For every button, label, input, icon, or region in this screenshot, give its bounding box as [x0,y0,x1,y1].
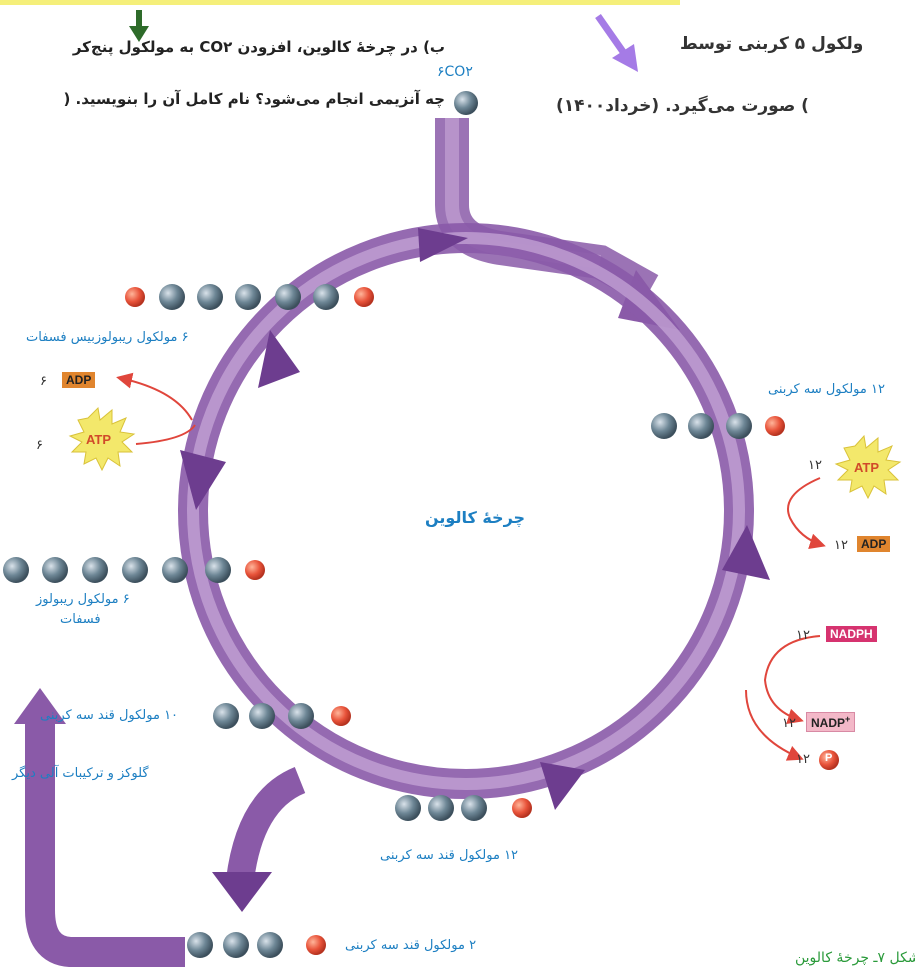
reaction-arrow-atp-right [787,477,826,549]
output-branch-arrow [212,767,306,912]
pi-count: ۱۲ [796,752,810,767]
label-ru5p-line2: فسفات [60,612,101,627]
question-line-1: ب) در چرخهٔ کالوین، افزودن CO۲ به مولکول… [72,38,445,56]
molecule-10-sugar [213,703,351,729]
pi-letter: P [825,752,833,764]
cycle-ring [178,223,770,810]
molecule-12-sugar [395,795,532,821]
top-purple-arrow [595,13,638,72]
molecule-rubp [125,284,374,310]
nadp-box: NADP+ [806,712,856,732]
reaction-arrow-atp-left [135,424,196,445]
label-rubp: ۶ مولکول ریبولوزبیس فسفات [26,330,189,345]
nadp-text: NADP [811,716,846,730]
atp-left-label: ATP [86,432,112,447]
nadph-box: NADPH [826,626,877,642]
figure-caption: شکل ۷ـ چرخهٔ کالوین [795,950,915,966]
highlight-strip [0,0,680,5]
nadp-count: ۱۲ [782,716,796,731]
co2-label: ۶CO۲ [437,64,473,80]
label-2-sugar: ۲ مولکول قند سه کربنی [345,938,477,953]
atp-right-count: ۱۲ [808,458,822,473]
adp-left-box: ADP [62,372,96,388]
nadph-count: ۱۲ [796,628,810,643]
molecule-ru5p [3,557,265,583]
question-right-line-2: ) صورت می‌گیرد. (خرداد۱۴۰۰) [556,96,809,116]
adp-right-box: ADP [857,536,891,552]
center-title: چرخهٔ کالوین [425,508,526,527]
label-ru5p-line1: ۶ مولکول ریبولوز [36,592,130,607]
label-12-sugar: ۱۲ مولکول قند سه کربنی [380,848,519,863]
adp-right-count: ۱۲ [834,538,848,553]
top-green-arrow [129,10,149,42]
atp-star-right [834,434,902,500]
reaction-arrow-adp-left [116,372,193,421]
question-right-line-1: ولکول ۵ کربنی توسط [680,34,864,54]
atp-right-label: ATP [854,460,880,475]
question-line-2: چه آنزیمی انجام می‌شود؟ نام کامل آن را ب… [63,90,445,108]
atp-star-left [68,406,136,472]
atp-left-count: ۶ [36,438,43,453]
adp-left-count: ۶ [40,374,47,389]
pi-ball [819,750,839,770]
molecule-co2 [454,91,478,115]
label-10-sugar: ۱۰ مولکول قند سه کربنی [40,708,179,723]
reaction-arrow-nadph [763,635,821,725]
label-glucose: گلوکز و ترکیبات آلی دیگر [12,766,149,781]
molecule-2-sugar [187,932,326,958]
nadp-superscript: + [845,714,851,724]
label-3c-right: ۱۲ مولکول سه کربنی [768,382,885,397]
reaction-arrow-pi [745,689,804,761]
molecule-3c-right [651,413,785,439]
glucose-output-arrow [14,688,185,967]
